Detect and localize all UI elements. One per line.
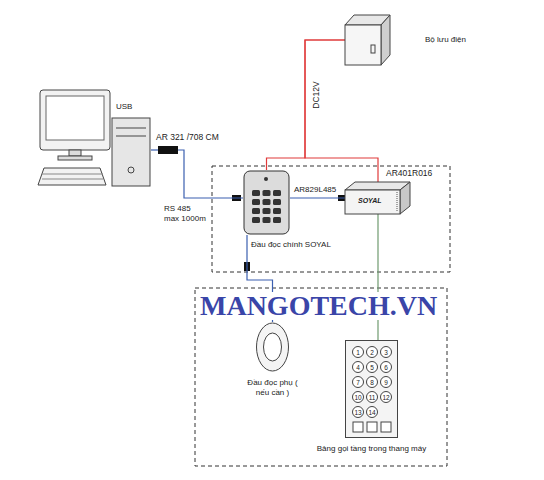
connector-wire (178, 150, 243, 198)
watermark: MANGOTECH.VN (200, 292, 437, 320)
button-number: 7 (352, 379, 364, 386)
sub-reader-shape (255, 322, 290, 372)
button-number: 9 (380, 379, 392, 386)
button-number: 8 (366, 379, 378, 386)
button-number: 10 (352, 394, 364, 401)
button-number: 2 (366, 349, 378, 356)
computer-icon-shape (38, 88, 151, 188)
node-label: Bảng gọi tầng trong thang máy (315, 444, 428, 454)
button-number: 11 (366, 394, 378, 401)
group-region (195, 288, 447, 466)
button-number: 5 (366, 364, 378, 371)
node-label: AR 321 /708 CM (156, 132, 219, 142)
connector-wire (377, 214, 378, 340)
button-number: 3 (380, 349, 392, 356)
connector-wire (290, 197, 345, 198)
wire-label: AR829L485 (294, 185, 336, 195)
connector-wire (151, 149, 158, 150)
button-number: 14 (366, 409, 378, 416)
button-number: 13 (352, 409, 364, 416)
main-reader: Đầu đọc chính SOYAL (243, 170, 290, 235)
power-supply-shape (345, 15, 390, 65)
button-number: 4 (352, 364, 364, 371)
button-number: 6 (380, 364, 392, 371)
connector-wire (267, 40, 346, 170)
node-label: Bộ lưu điện (425, 35, 466, 45)
converter-box-shape (158, 146, 178, 154)
controller-box: AR401R016SOYAL (345, 182, 410, 214)
node-label: Đầu đọc phụ ( nếu cần ) (240, 378, 305, 398)
node-label: AR401R016 (386, 168, 432, 178)
node-label: USB (116, 102, 132, 112)
node-label: Đầu đọc chính SOYAL (251, 240, 331, 250)
button-number: 1 (352, 349, 364, 356)
button-number: 12 (380, 394, 392, 401)
group-region (212, 166, 450, 272)
converter-box: AR 321 /708 CM (158, 146, 178, 154)
wire-label: RS 485 max 1000m (164, 204, 208, 224)
power-supply: Bộ lưu điện (345, 15, 390, 65)
sub-reader: Đầu đọc phụ ( nếu cần ) (255, 322, 290, 372)
wire-label: DC12V (311, 80, 321, 110)
computer-icon: USB (38, 88, 151, 188)
brand-text: SOYAL (358, 196, 382, 206)
main-reader-shape (243, 170, 290, 235)
